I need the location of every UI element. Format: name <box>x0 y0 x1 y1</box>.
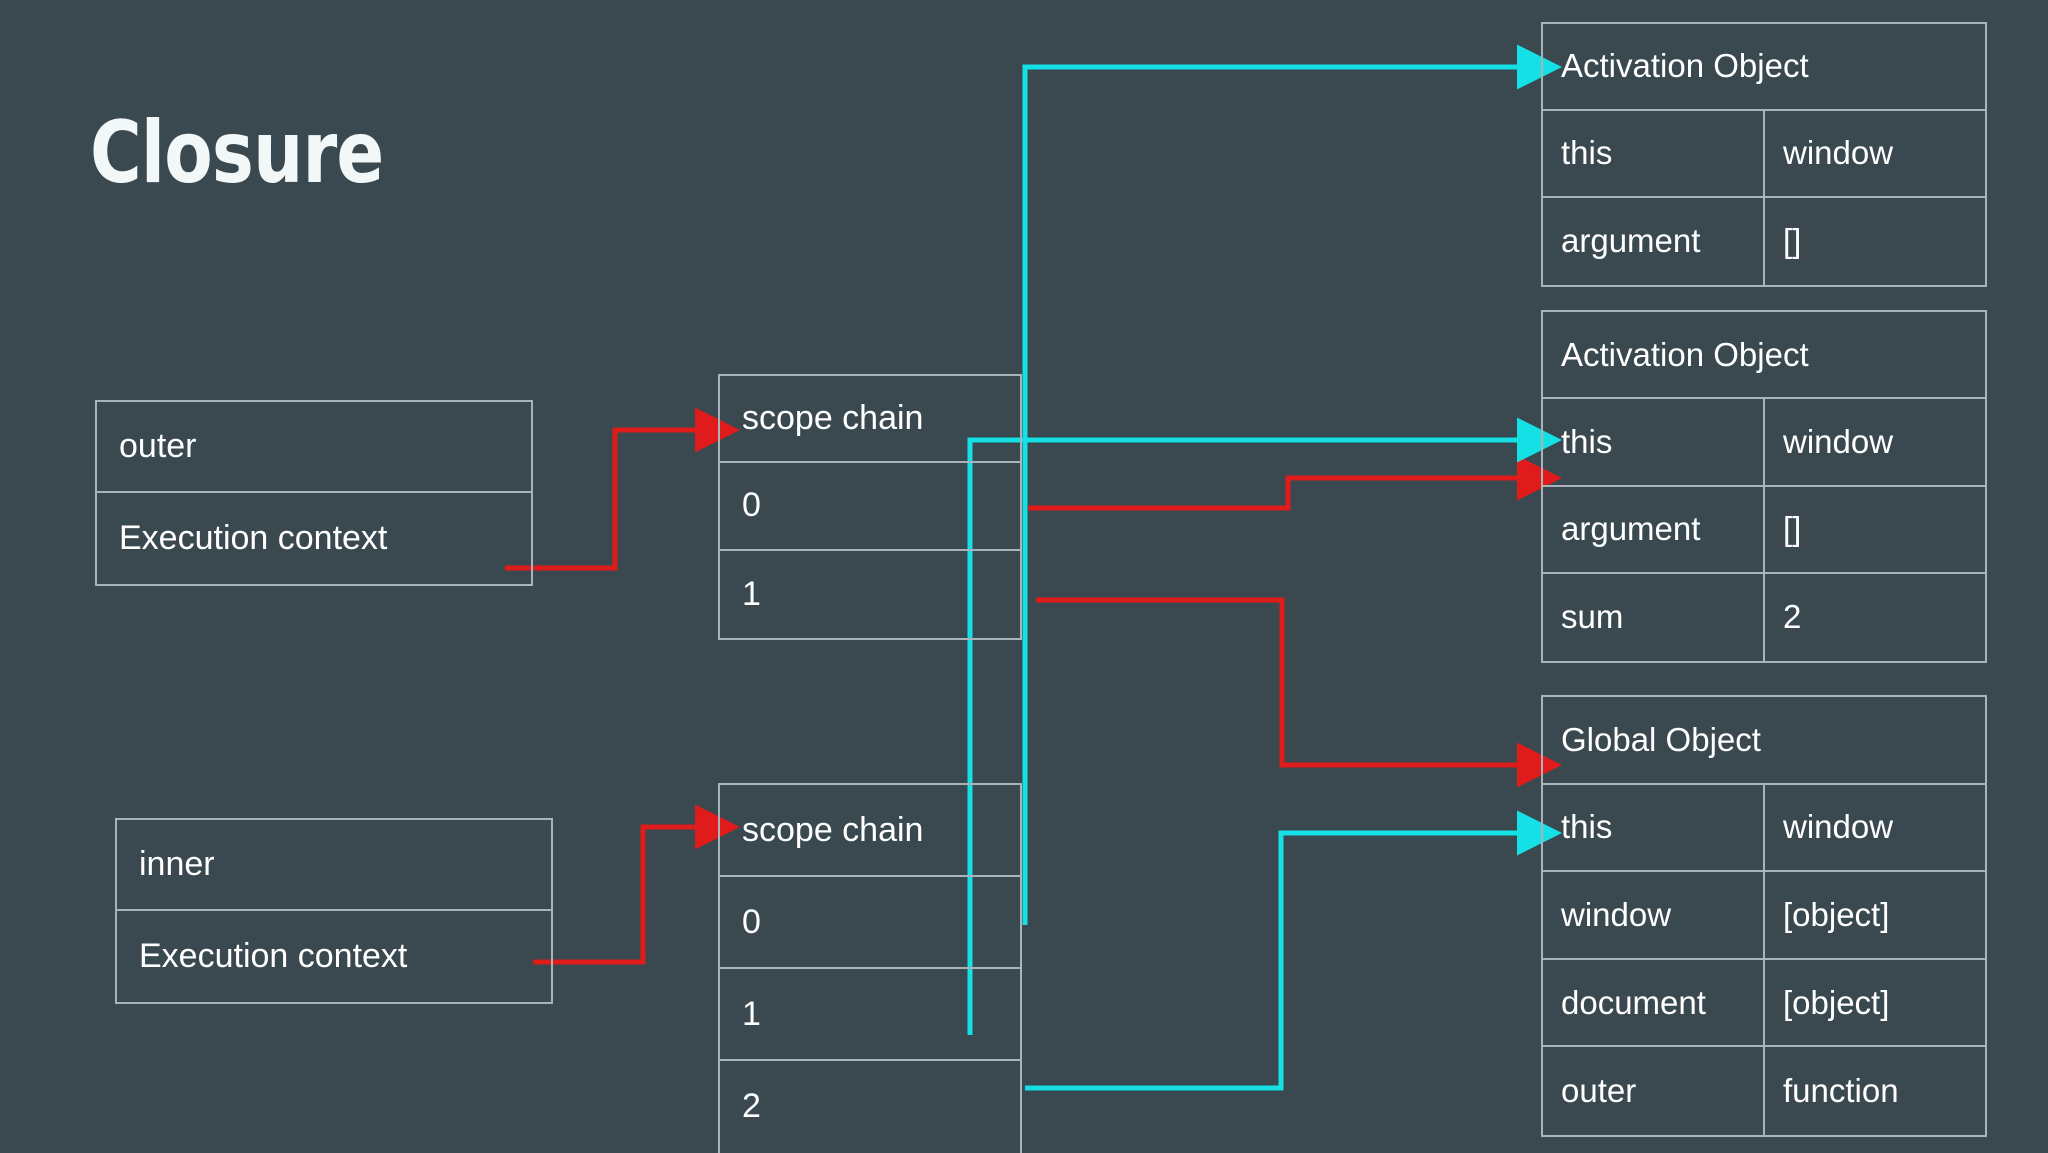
go-key-document: document <box>1543 959 1765 1046</box>
ao2-key-this: this <box>1543 399 1765 485</box>
table-row: 1 <box>720 969 1020 1061</box>
outer-execution-context-label: Execution context <box>119 519 388 557</box>
inner-scope-index-1: 1 <box>742 994 761 1033</box>
inner-context-box: inner Execution context <box>115 818 553 1004</box>
page-title: Closure <box>90 103 384 203</box>
outer-scope-index-1: 1 <box>742 574 761 613</box>
table-row: sum 2 <box>1543 573 1985 661</box>
ao1-key-argument: argument <box>1543 197 1765 285</box>
table-row: 0 <box>720 463 1020 551</box>
table-row: Activation Object <box>1543 24 1985 111</box>
table-row: scope chain <box>720 785 1020 877</box>
inner-name-label: inner <box>139 845 215 883</box>
ao2-key-sum: sum <box>1543 573 1765 661</box>
ao1-key-this: this <box>1543 110 1765 196</box>
activation-object-1-table: Activation Object this window argument [… <box>1541 22 1987 287</box>
go-value-this: window <box>1783 808 1894 846</box>
go-value-outer: function <box>1783 1072 1899 1110</box>
table-row: Global Object <box>1543 697 1985 785</box>
inner-scope-index-2: 2 <box>742 1087 761 1126</box>
global-object-table: Global Object this window window [object… <box>1541 695 1987 1137</box>
table-row: Execution context <box>97 493 531 584</box>
ao2-value-this: window <box>1783 422 1894 460</box>
ao2-value-argument: [] <box>1783 510 1802 548</box>
connector-outer-ctx-to-scope <box>505 407 740 571</box>
connector-outer-scope1-to-global <box>1036 597 1562 788</box>
table-row: this window <box>1543 399 1985 487</box>
table-row: window [object] <box>1543 872 1985 960</box>
connector-outer-scope0-to-ao2 <box>1028 455 1562 511</box>
outer-name-label: outer <box>119 427 197 465</box>
global-object-title: Global Object <box>1561 720 1761 758</box>
inner-scope-chain-box: scope chain 0 1 2 <box>718 783 1022 1153</box>
outer-scope-chain-header: scope chain <box>742 399 924 438</box>
table-row: argument [] <box>1543 486 1985 574</box>
table-row: Activation Object <box>1543 312 1985 400</box>
outer-scope-chain-box: scope chain 0 1 <box>718 374 1022 640</box>
ao2-key-argument: argument <box>1543 486 1765 572</box>
outer-scope-index-0: 0 <box>742 486 761 525</box>
table-row: Execution context <box>117 911 551 1002</box>
activation-object-2-table: Activation Object this window argument [… <box>1541 310 1987 663</box>
ao1-value-this: window <box>1783 134 1894 172</box>
inner-scope-chain-header: scope chain <box>742 810 924 849</box>
connector-inner-ctx-to-scope <box>533 804 740 965</box>
inner-execution-context-label: Execution context <box>139 937 408 975</box>
activation-object-1-title: Activation Object <box>1561 47 1809 85</box>
table-row: this window <box>1543 110 1985 198</box>
table-row: 0 <box>720 877 1020 969</box>
inner-scope-index-0: 0 <box>742 902 761 941</box>
outer-context-box: outer Execution context <box>95 400 533 586</box>
go-value-document: [object] <box>1783 983 1890 1021</box>
go-key-outer: outer <box>1543 1047 1765 1135</box>
connector-inner-scope2-to-global <box>1025 810 1562 1091</box>
table-row: inner <box>117 820 551 911</box>
go-key-this: this <box>1543 784 1765 871</box>
go-value-window: [object] <box>1783 895 1890 933</box>
connector-inner-scope1-to-ao2 <box>967 417 1562 1035</box>
go-key-window: window <box>1543 872 1765 958</box>
table-row: outer <box>97 402 531 493</box>
table-row: document [object] <box>1543 959 1985 1048</box>
table-row: 1 <box>720 551 1020 638</box>
table-row: outer function <box>1543 1047 1985 1135</box>
activation-object-2-title: Activation Object <box>1561 335 1809 373</box>
table-row: this window <box>1543 784 1985 873</box>
table-row: scope chain <box>720 376 1020 464</box>
ao2-value-sum: 2 <box>1783 598 1802 636</box>
ao1-value-argument: [] <box>1783 222 1802 260</box>
connector-inner-scope0-to-ao1 <box>1022 44 1562 925</box>
table-row: 2 <box>720 1061 1020 1153</box>
table-row: argument [] <box>1543 197 1985 285</box>
